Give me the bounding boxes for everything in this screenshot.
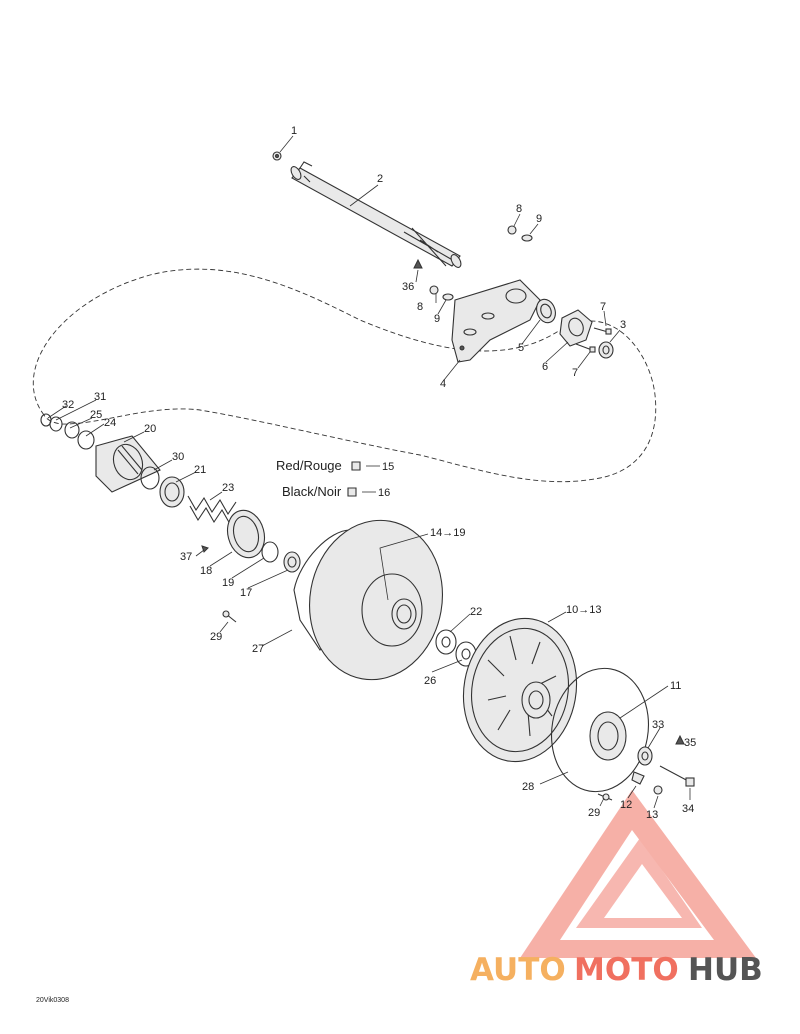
part-5-bearing (536, 298, 556, 324)
part-8-9-hardware (429, 225, 533, 301)
label-8a: 8 (516, 203, 522, 215)
part-3-sleeve (598, 341, 614, 359)
label-32: 32 (62, 399, 74, 411)
label-5: 5 (518, 342, 524, 354)
drive-belt (32, 268, 657, 483)
part-1-nut (272, 151, 282, 161)
label-14-19: 14→19 (430, 527, 465, 539)
label-20: 20 (144, 423, 156, 435)
label-21: 21 (194, 464, 206, 476)
label-2: 2 (377, 173, 383, 185)
shaft (290, 161, 462, 268)
legend-black-label: Black/Noir (282, 484, 342, 499)
label-35: 35 (684, 737, 696, 749)
label-24: 24 (104, 417, 116, 429)
part-36-fitting (413, 258, 423, 269)
part-20-cam (95, 435, 161, 493)
legend-bolt-black (347, 487, 376, 497)
watermark-hub: HUB (688, 952, 763, 988)
label-26: 26 (424, 675, 436, 687)
part-29-screw-right (597, 793, 613, 801)
part-13-screw (653, 785, 663, 795)
label-11: 11 (670, 680, 681, 692)
part-29-screw-left (222, 610, 237, 623)
part-10-13-sheave (462, 617, 578, 763)
label-9b: 9 (434, 313, 440, 325)
label-7b: 7 (572, 367, 578, 379)
label-19: 19 (222, 577, 234, 589)
part-17-spacer (283, 551, 301, 573)
label-10-13: 10→13 (566, 604, 601, 616)
part-18-sleeve (226, 509, 266, 559)
watermark-auto: AUTO (470, 952, 566, 988)
watermark-logo (520, 790, 756, 958)
label-17: 17 (240, 587, 252, 599)
label-6: 6 (542, 361, 548, 373)
label-12: 12 (620, 799, 632, 811)
part-14-19-sheave (308, 519, 444, 681)
label-23: 23 (222, 482, 234, 494)
leader-lines (47, 135, 691, 809)
label-29a: 29 (210, 631, 222, 643)
label-34: 34 (682, 803, 694, 815)
label-13: 13 (646, 809, 658, 821)
legend-red-label: Red/Rouge (276, 458, 342, 473)
part-23-spring (187, 495, 237, 525)
part-12-clip (631, 771, 645, 785)
label-37: 37 (180, 551, 192, 563)
label-8b: 8 (417, 301, 423, 313)
legend-bolt-red (351, 461, 380, 471)
part-28-cover (550, 667, 650, 793)
label-25: 25 (90, 409, 102, 421)
label-7a: 7 (600, 301, 606, 313)
part-21-bushing (159, 476, 185, 508)
label-16: 16 (378, 487, 390, 499)
part-6-flange (559, 309, 593, 347)
label-33: 33 (652, 719, 664, 731)
part-numbers: 1 2 8 9 36 8 9 7 3 5 6 7 4 32 31 25 24 2… (62, 125, 696, 821)
part-7-bolts (575, 327, 612, 353)
label-18: 18 (200, 565, 212, 577)
label-15: 15 (382, 461, 394, 473)
part-19-ring (261, 541, 279, 563)
label-31: 31 (94, 391, 106, 403)
label-1: 1 (291, 125, 297, 137)
label-4: 4 (440, 378, 446, 390)
label-29b: 29 (588, 807, 600, 819)
label-9a: 9 (536, 213, 542, 225)
part-4-bracket (451, 279, 541, 363)
label-30: 30 (172, 451, 184, 463)
drawing-code: 20Vik0308 (36, 997, 69, 1004)
part-35-pin (675, 734, 685, 745)
part-22-washer (435, 629, 457, 655)
watermark-moto: MOTO (574, 952, 679, 988)
part-32-31-washers (40, 413, 95, 450)
label-28: 28 (522, 781, 534, 793)
part-34-bolt (659, 765, 695, 787)
part-30-ring (140, 466, 160, 490)
part-33-washer (637, 746, 653, 766)
label-36: 36 (402, 281, 414, 293)
label-22: 22 (470, 606, 482, 618)
label-27: 27 (252, 643, 264, 655)
part-11-cap (589, 711, 627, 761)
label-3: 3 (620, 319, 626, 331)
